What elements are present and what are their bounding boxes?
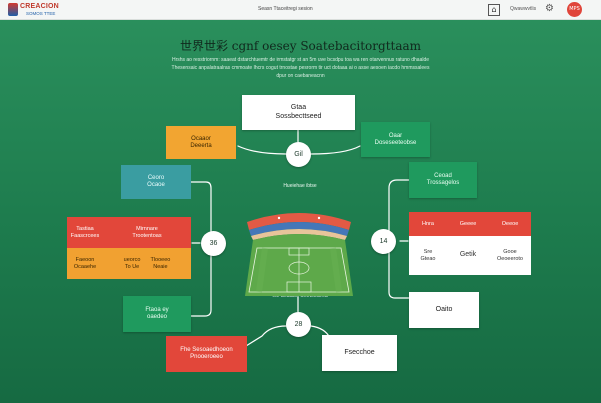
right-table-cell[interactable]: Sre Gteao bbox=[409, 236, 447, 275]
stadium-top-label: Hueiehae ibtse bbox=[283, 183, 317, 189]
left-orange-line-2: Deeerta bbox=[190, 142, 212, 149]
top-node-line-2: Sossbecttseed bbox=[275, 112, 322, 120]
bottom-white-line-1: Fsecchoe bbox=[344, 348, 375, 356]
right-table-cell[interactable]: Gooe Oeoeeroto bbox=[489, 236, 531, 275]
subtitle-line-3: dpur on caebaneacnn bbox=[276, 73, 325, 79]
cell-text: Faeoon bbox=[75, 257, 95, 264]
connector-top-left bbox=[237, 145, 287, 155]
left-bottom-line-2: oaedeo bbox=[146, 314, 168, 320]
bottom-red-line-2: Pnooeroeeo bbox=[190, 354, 223, 360]
top-nav-title[interactable]: Seasn Ttaceitregi sesion bbox=[258, 6, 313, 12]
gear-icon[interactable]: ⚙ bbox=[545, 3, 554, 14]
brand-tagline: SOMOS TTEE bbox=[26, 11, 56, 16]
right-table-cell[interactable]: Getik bbox=[447, 236, 489, 275]
cell-text: To Ue bbox=[124, 263, 140, 270]
right-bottom-line-1: Oaito bbox=[435, 305, 453, 313]
cell-text: Gteao bbox=[420, 255, 436, 262]
top-right-green-node[interactable]: Oaar Doseseeteobse bbox=[361, 122, 430, 157]
brand-name[interactable]: CREACION bbox=[20, 3, 59, 10]
left-teal-line-1: Ceoro bbox=[147, 175, 165, 182]
diagram-title: 世界世彩 cgnf oesey Soatebacitorgttaam bbox=[179, 39, 422, 53]
bottom-red-line-1: Fhe Sesoaedhoeon bbox=[180, 347, 233, 354]
left-bottom-line-1: Ftaoa ey bbox=[145, 307, 169, 314]
avatar[interactable]: MPS bbox=[567, 2, 582, 17]
right-table: Hnra Geeee Oeeoe Sre Gteao Getik Gooe Oe… bbox=[409, 212, 531, 275]
left-circle[interactable]: 36 bbox=[201, 231, 226, 256]
left-table: Tastiaa Faascrcees Mirnnare Trootentoas … bbox=[67, 217, 191, 279]
bottom-white-node[interactable]: Fsecchoe bbox=[322, 335, 397, 371]
cell-text: ueorco bbox=[123, 257, 141, 264]
house-icon[interactable]: ⌂ bbox=[488, 4, 500, 16]
top-bar: CREACION SOMOS TTEE Seasn Ttaceitregi se… bbox=[0, 0, 601, 20]
top-circle[interactable]: Gil bbox=[286, 142, 311, 167]
subtitle-line-2: Thesensaic anpalatraalras cmmoate Ihcrs … bbox=[171, 65, 430, 71]
cell-text: Faascrcees bbox=[70, 232, 100, 239]
right-table-cell[interactable]: Hnra bbox=[409, 212, 447, 236]
right-green-node[interactable]: Ceoad Trossagelos bbox=[409, 162, 477, 198]
cell-text: Gooe bbox=[503, 249, 517, 256]
right-green-line-2: Trossagelos bbox=[426, 180, 460, 186]
right-table-cell[interactable]: Geeee bbox=[447, 212, 489, 236]
subtitle-line-1: Hrshs ao resstriornm: saaeat dstarchtuem… bbox=[171, 57, 430, 63]
cell-text: Mirnnare bbox=[136, 226, 158, 233]
left-table-cell[interactable]: Tastiaa Faascrcees bbox=[67, 217, 103, 248]
left-orange-line-1: Ocaaor bbox=[191, 135, 211, 142]
left-teal-line-2: Ocaoe bbox=[147, 182, 165, 188]
top-right-line-1: Oaar bbox=[388, 132, 403, 139]
right-circle[interactable]: 14 bbox=[371, 229, 396, 254]
left-table-cell[interactable]: ueorco To Ue Tlooeeo Neaie bbox=[103, 248, 191, 279]
left-table-cell[interactable]: Mirnnare Trootentoas bbox=[103, 217, 191, 248]
diagram-stage: 世界世彩 cgnf oesey Soatebacitorgttaam Hrshs… bbox=[0, 20, 601, 403]
bottom-circle[interactable]: 28 bbox=[286, 312, 311, 337]
connector-top-right bbox=[310, 145, 361, 155]
top-node-box[interactable]: Gtaa Sossbecttseed bbox=[242, 95, 355, 130]
stadium-illustration bbox=[245, 213, 353, 296]
left-bottom-green-node[interactable]: Ftaoa ey oaedeo bbox=[123, 296, 191, 332]
cell-text: Ocaaehe bbox=[73, 263, 97, 270]
right-table-cell[interactable]: Oeeoe bbox=[489, 212, 531, 236]
right-green-line-1: Ceoad bbox=[434, 173, 452, 180]
bottom-red-node[interactable]: Fhe Sesoaedhoeon Pnooeroeeo bbox=[166, 336, 247, 372]
left-orange-node[interactable]: Ocaaor Deeerta bbox=[166, 126, 236, 159]
cell-text: Trootentoas bbox=[132, 232, 162, 239]
cell-text: Tastiaa bbox=[76, 226, 94, 233]
brand-logo-icon[interactable] bbox=[8, 3, 18, 16]
cell-text: Tlooeeo bbox=[150, 257, 171, 264]
connector-bottom-left bbox=[245, 325, 287, 347]
left-table-cell[interactable]: Faeoon Ocaaehe bbox=[67, 248, 103, 279]
right-bottom-white-node[interactable]: Oaito bbox=[409, 292, 479, 328]
top-node-line-1: Gtaa bbox=[290, 104, 307, 112]
left-teal-node[interactable]: Ceoro Ocaoe bbox=[121, 165, 191, 199]
cell-text: Neaie bbox=[153, 263, 168, 270]
cell-text: Oeoeeroto bbox=[497, 255, 523, 262]
top-nav-link[interactable]: Qwawwvtlis bbox=[510, 6, 537, 12]
top-right-line-2: Doseseeteobse bbox=[374, 139, 417, 146]
cell-text: Sre bbox=[423, 249, 433, 256]
